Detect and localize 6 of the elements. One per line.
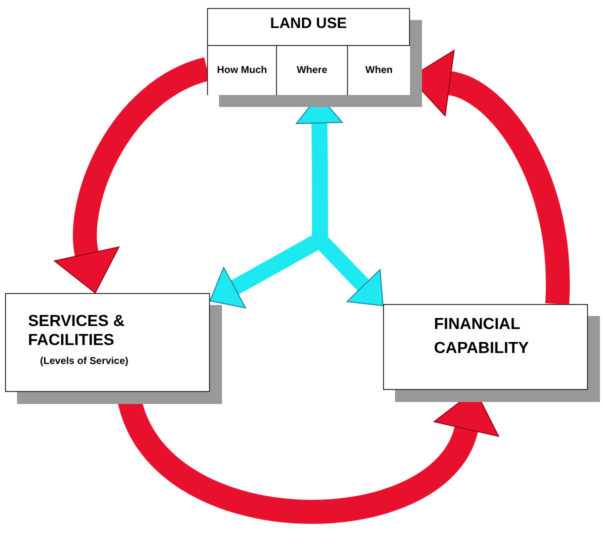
table-cell: When [347, 46, 410, 95]
box-heading: LAND USE [269, 15, 348, 32]
box-heading: SERVICES & FACILITIES [28, 312, 126, 350]
box-subtitle: (Levels of Service) [40, 356, 128, 367]
box-heading: FINANCIAL CAPABILITY [434, 315, 530, 359]
table-cell: Where [276, 46, 347, 95]
